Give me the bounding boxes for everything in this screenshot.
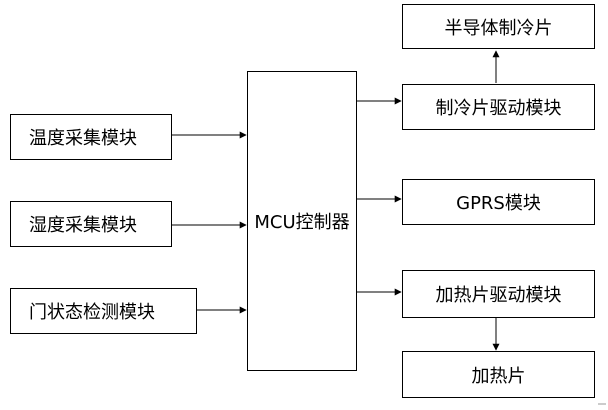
humidity-sensor-label: 湿度采集模块 [29, 215, 137, 236]
mcu-controller-block: MCU控制器 [247, 71, 357, 371]
peltier-label: 半导体制冷片 [444, 17, 553, 39]
temperature-sensor-label: 温度采集模块 [29, 128, 137, 149]
humidity-sensor-block: 湿度采集模块 [10, 201, 172, 247]
temperature-sensor-block: 温度采集模块 [10, 114, 172, 160]
peltier-driver-label: 制冷片驱动模块 [435, 98, 562, 119]
heater-block: 加热片 [402, 351, 595, 398]
door-status-label: 门状态检测模块 [29, 302, 155, 323]
peltier-driver-block: 制冷片驱动模块 [402, 84, 595, 130]
peltier-block: 半导体制冷片 [402, 4, 595, 49]
door-status-block: 门状态检测模块 [10, 288, 197, 334]
mcu-controller-label: MCU控制器 [254, 212, 350, 233]
heater-driver-label: 加热片驱动模块 [435, 285, 562, 306]
gprs-module-label: GPRS模块 [456, 193, 541, 214]
heater-driver-block: 加热片驱动模块 [402, 270, 595, 318]
gprs-module-block: GPRS模块 [402, 179, 595, 225]
heater-label: 加热片 [471, 365, 526, 387]
